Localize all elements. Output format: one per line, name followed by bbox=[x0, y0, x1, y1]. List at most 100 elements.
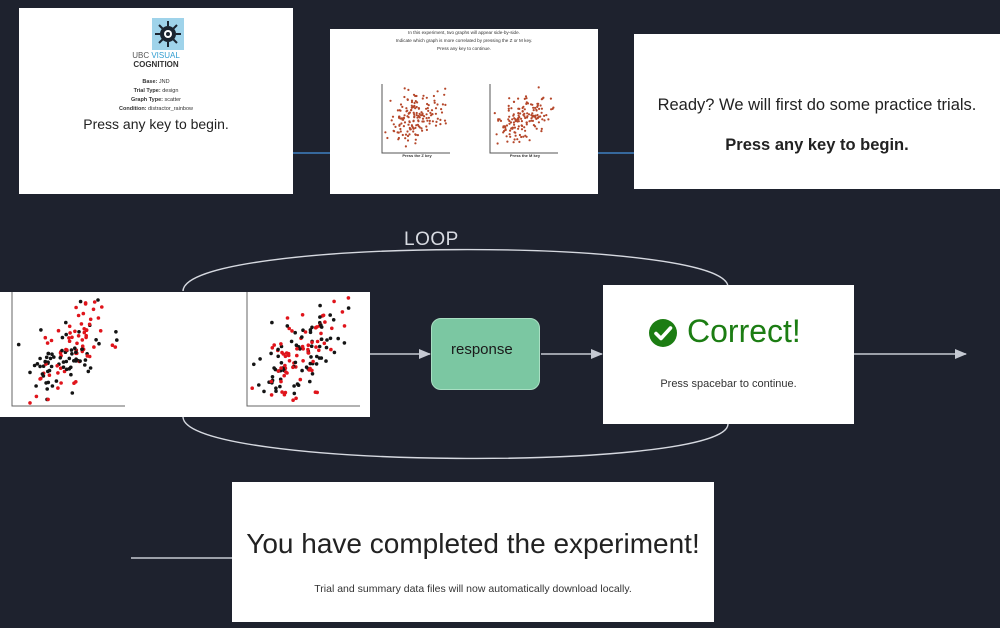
scatter-point bbox=[50, 352, 54, 356]
scatter-point bbox=[405, 110, 408, 113]
scatter-point bbox=[70, 391, 75, 395]
scatter-point bbox=[92, 345, 96, 349]
scatter-point bbox=[280, 390, 284, 394]
scatter-point bbox=[330, 326, 334, 331]
scatter-point bbox=[300, 368, 304, 373]
response-label: response bbox=[451, 341, 513, 358]
scatter-point bbox=[285, 324, 290, 328]
scatter-point bbox=[506, 140, 509, 143]
scatter-point bbox=[270, 320, 274, 325]
instruction-line: Indicate which graph is more correlated … bbox=[395, 38, 533, 43]
scatter-point bbox=[414, 100, 417, 103]
scatter-point bbox=[504, 128, 507, 132]
scatter-point bbox=[517, 127, 520, 130]
scatter-point bbox=[39, 328, 43, 332]
scatter-point bbox=[426, 107, 429, 110]
scatter-point bbox=[425, 107, 428, 110]
scatter-point bbox=[46, 380, 51, 385]
scatter-point bbox=[397, 116, 401, 119]
scatter-point bbox=[278, 384, 282, 389]
loop-top-arc bbox=[182, 248, 729, 292]
scatter-point bbox=[520, 117, 523, 120]
scatter-point bbox=[505, 135, 508, 138]
scatter-point bbox=[43, 360, 47, 364]
scatter-point bbox=[532, 109, 535, 112]
scatter-point bbox=[545, 114, 548, 117]
scatter-point bbox=[431, 120, 434, 123]
scatter-point bbox=[429, 111, 432, 114]
scatter-point bbox=[415, 114, 418, 117]
scatter-point bbox=[534, 114, 537, 117]
scatter-point bbox=[38, 364, 42, 369]
scatter-point bbox=[332, 299, 336, 304]
scatter-point bbox=[392, 129, 395, 132]
scatter-point bbox=[418, 112, 421, 115]
scatter-point bbox=[403, 95, 406, 99]
scatter-point bbox=[319, 323, 323, 327]
scatter-point bbox=[434, 112, 437, 115]
scatter-point bbox=[523, 97, 526, 100]
left-example-scatter bbox=[381, 84, 450, 154]
meta-row: Trial Type: design bbox=[133, 88, 179, 94]
scatter-point bbox=[257, 383, 261, 387]
scatter-point bbox=[520, 128, 524, 131]
scatter-point bbox=[436, 103, 439, 106]
scatter-point bbox=[291, 398, 295, 402]
scatter-point bbox=[34, 384, 38, 388]
loop-bottom-arc bbox=[182, 416, 729, 460]
scatter-point bbox=[73, 329, 77, 334]
scatter-point bbox=[511, 118, 514, 121]
scatter-point bbox=[287, 359, 292, 363]
scatter-point bbox=[283, 390, 288, 395]
scatter-point bbox=[70, 352, 74, 356]
scatter-point bbox=[550, 108, 553, 111]
scatter-point bbox=[391, 115, 395, 118]
scatter-point bbox=[525, 102, 528, 105]
scatter-point bbox=[509, 121, 513, 124]
scatter-point bbox=[524, 134, 527, 137]
scatter-point bbox=[403, 121, 407, 124]
scatter-point bbox=[543, 119, 546, 122]
scatter-point bbox=[421, 117, 425, 120]
scatter-point bbox=[269, 393, 274, 397]
scatter-point bbox=[285, 371, 289, 375]
scatter-point bbox=[514, 119, 517, 122]
scatter-point bbox=[76, 334, 81, 338]
scatter-point bbox=[310, 325, 314, 330]
scatter-point bbox=[315, 339, 320, 344]
scatter-point bbox=[526, 102, 530, 105]
scatter-point bbox=[428, 122, 431, 125]
scatter-point bbox=[342, 341, 347, 345]
scatter-point bbox=[401, 133, 404, 137]
scatter-point bbox=[413, 105, 416, 108]
scatter-point bbox=[434, 124, 438, 127]
scatter-point bbox=[530, 114, 533, 117]
scatter-point bbox=[48, 356, 53, 361]
scatter-point bbox=[293, 360, 298, 365]
scatter-point bbox=[412, 127, 415, 130]
scatter-point bbox=[317, 344, 322, 349]
scatter-point bbox=[540, 111, 543, 114]
scatter-point bbox=[318, 303, 322, 308]
scatter-point bbox=[61, 360, 66, 364]
scatter-point bbox=[45, 387, 49, 391]
scatter-point bbox=[431, 113, 434, 116]
scatter-point bbox=[77, 330, 81, 334]
scatter-point bbox=[296, 383, 301, 387]
scatter-point bbox=[289, 339, 294, 344]
scatter-point bbox=[28, 401, 32, 405]
scatter-point bbox=[399, 127, 402, 131]
scatter-point bbox=[88, 366, 93, 370]
scatter-point bbox=[301, 328, 305, 332]
scatter-point bbox=[538, 115, 541, 118]
scatter-point bbox=[420, 127, 423, 130]
scatter-point bbox=[510, 107, 513, 110]
scatter-point bbox=[79, 322, 84, 326]
scatter-point bbox=[287, 326, 291, 331]
scatter-point bbox=[321, 313, 326, 318]
scatter-point bbox=[314, 362, 319, 366]
scatter-point bbox=[325, 338, 329, 342]
scatter-point bbox=[272, 343, 276, 347]
scatter-point bbox=[413, 101, 416, 105]
instructions-screen: In this experiment, two graphs will appe… bbox=[330, 29, 598, 194]
